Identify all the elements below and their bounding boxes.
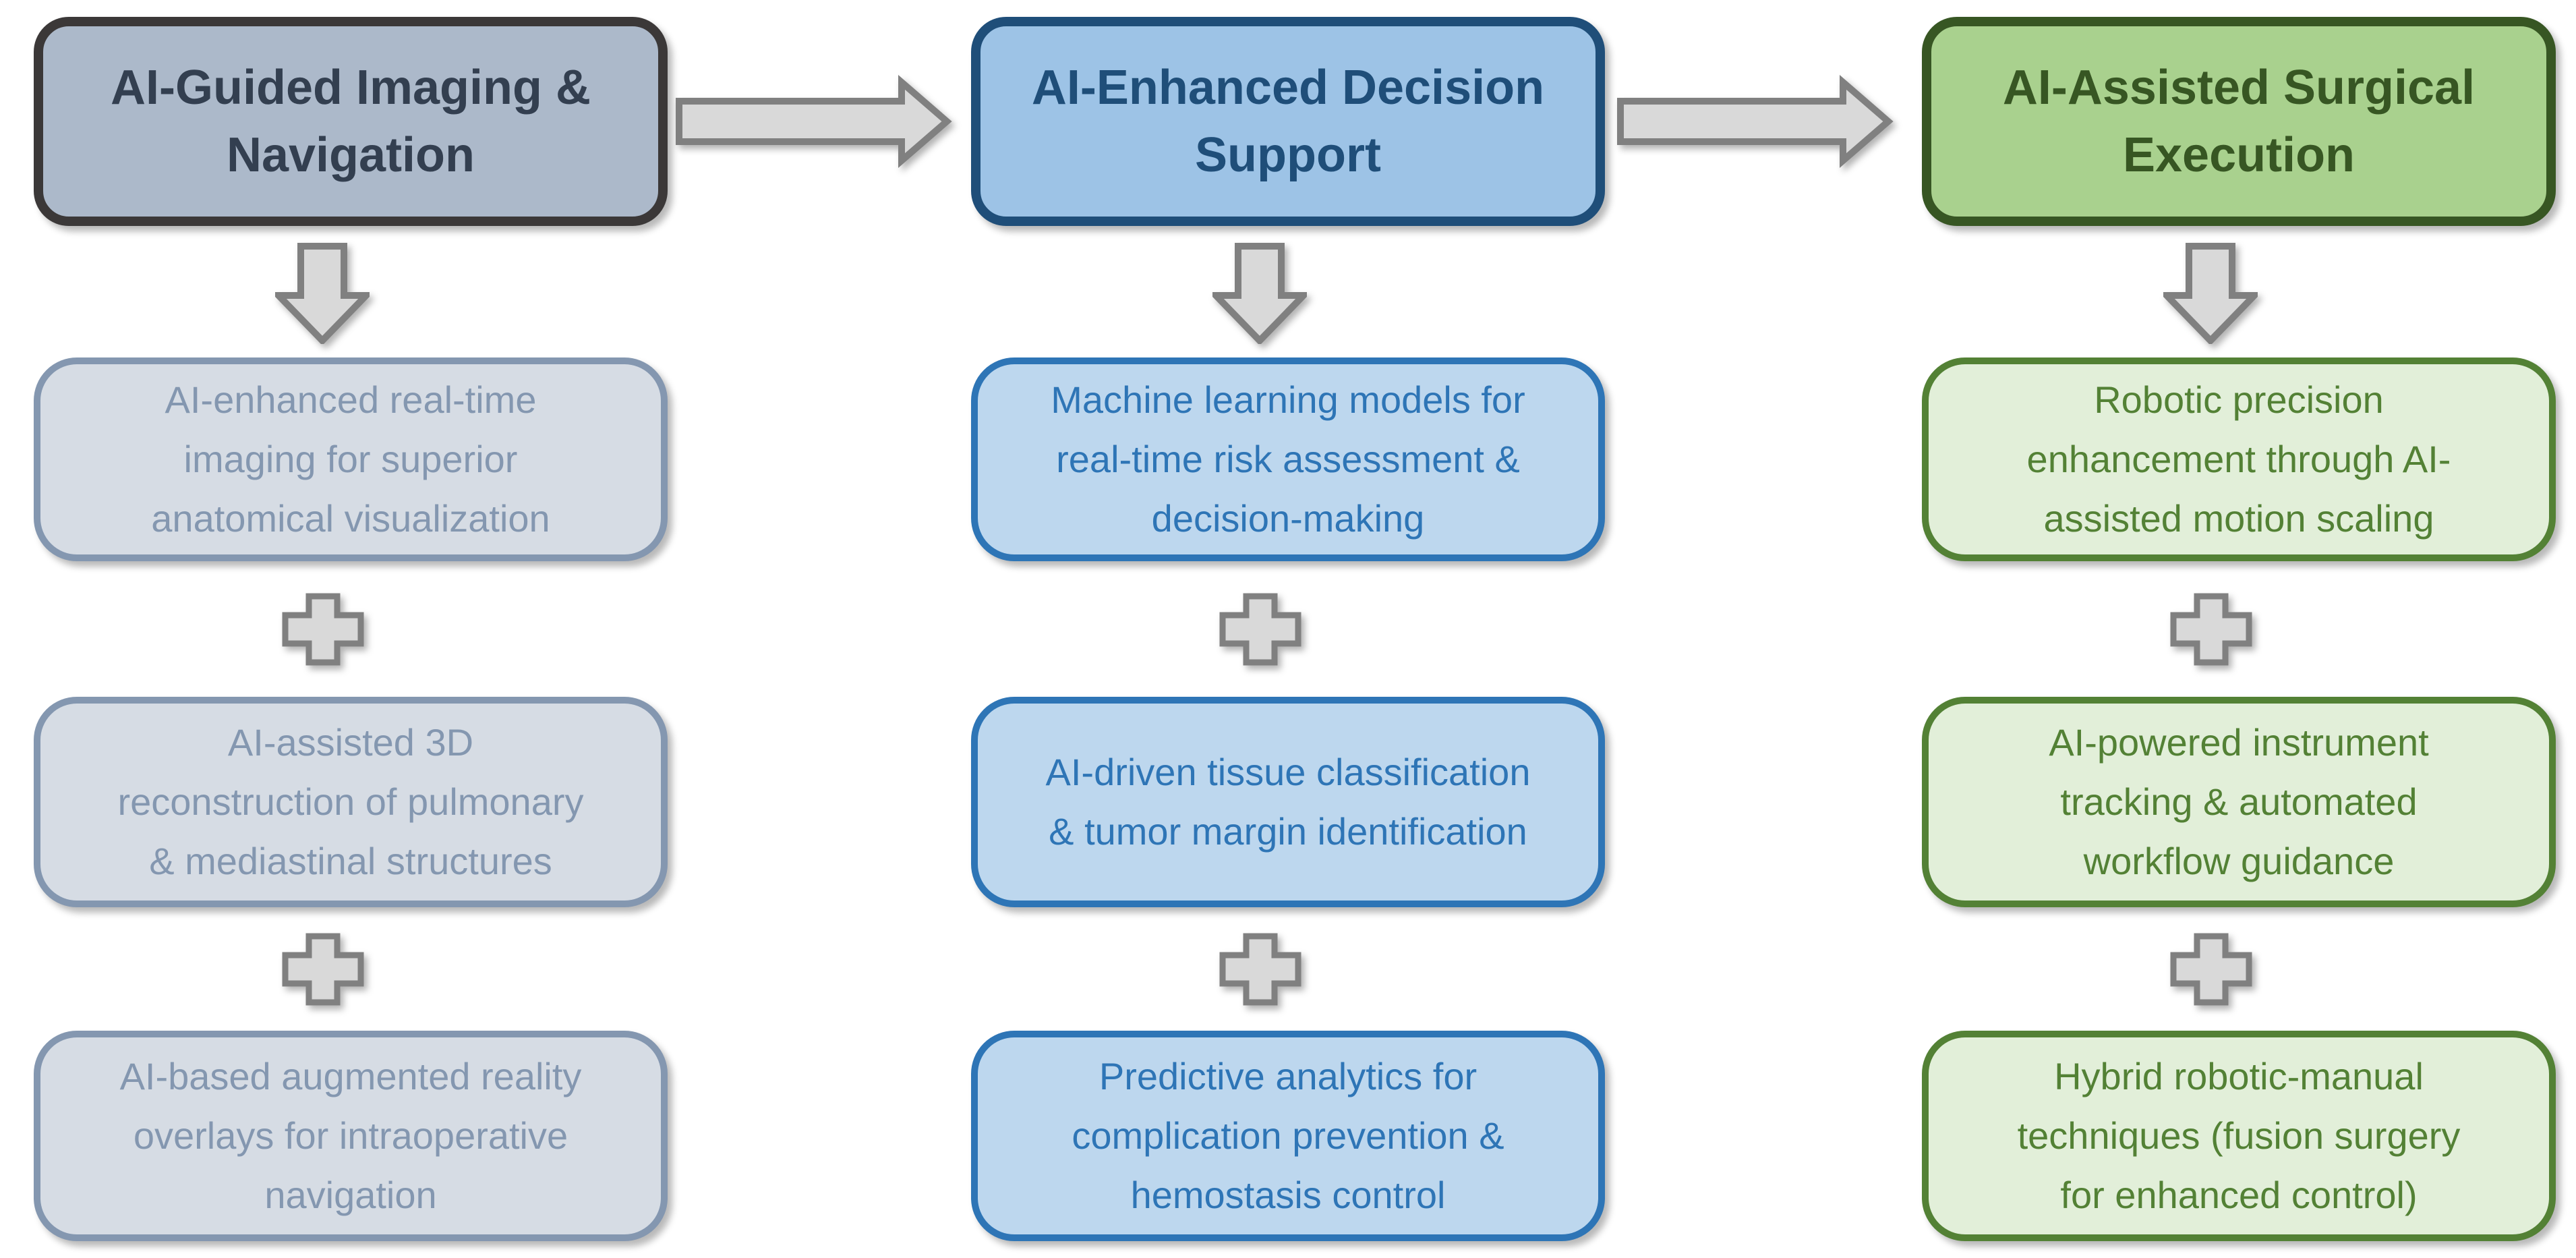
- item-box-motion-scaling: Robotic precision enhancement through AI…: [1922, 358, 2556, 561]
- plus-icon: [1219, 933, 1301, 1006]
- item-label: AI-driven tissue classification & tumor …: [1045, 751, 1531, 853]
- header-box-decision-support: AI-Enhanced Decision Support: [971, 17, 1605, 226]
- plus-icon: [2170, 593, 2252, 666]
- header-box-surgical-execution: AI-Assisted Surgical Execution: [1922, 17, 2556, 226]
- item-box-hybrid-techniques: Hybrid robotic-manual techniques (fusion…: [1922, 1031, 2556, 1241]
- plus-icon: [1219, 593, 1301, 666]
- right-arrow-icon: [1617, 75, 1894, 168]
- header-label: AI-Assisted Surgical Execution: [2002, 61, 2476, 182]
- down-arrow-icon: [275, 243, 370, 344]
- item-label: AI-assisted 3D reconstruction of pulmona…: [117, 721, 584, 882]
- down-arrow-icon: [2163, 243, 2258, 344]
- right-arrow-icon: [676, 75, 952, 168]
- item-box-predictive-analytics: Predictive analytics for complication pr…: [971, 1031, 1605, 1241]
- item-label: AI-enhanced real-time imaging for superi…: [151, 378, 550, 540]
- item-box-ml-risk-models: Machine learning models for real-time ri…: [971, 358, 1605, 561]
- plus-icon: [282, 593, 364, 666]
- item-box-instrument-tracking: AI-powered instrument tracking & automat…: [1922, 697, 2556, 907]
- header-label: AI-Guided Imaging & Navigation: [111, 61, 591, 182]
- down-arrow-icon: [1212, 243, 1307, 344]
- item-label: Machine learning models for real-time ri…: [1051, 378, 1525, 540]
- column-imaging-navigation: AI-Guided Imaging & Navigation AI-enhanc…: [34, 0, 668, 1258]
- item-box-realtime-imaging: AI-enhanced real-time imaging for superi…: [34, 358, 668, 561]
- item-label: Predictive analytics for complication pr…: [1072, 1055, 1504, 1216]
- item-box-3d-reconstruction: AI-assisted 3D reconstruction of pulmona…: [34, 697, 668, 907]
- column-surgical-execution: AI-Assisted Surgical Execution Robotic p…: [1922, 0, 2556, 1258]
- plus-icon: [2170, 933, 2252, 1006]
- column-decision-support: AI-Enhanced Decision Support Machine lea…: [971, 0, 1605, 1258]
- item-box-tissue-classification: AI-driven tissue classification & tumor …: [971, 697, 1605, 907]
- item-label: Robotic precision enhancement through AI…: [2026, 378, 2451, 540]
- header-box-imaging-navigation: AI-Guided Imaging & Navigation: [34, 17, 668, 226]
- item-label: AI-based augmented reality overlays for …: [119, 1055, 582, 1216]
- item-label: Hybrid robotic-manual techniques (fusion…: [2017, 1055, 2461, 1216]
- plus-icon: [282, 933, 364, 1006]
- item-label: AI-powered instrument tracking & automat…: [2049, 721, 2429, 882]
- item-box-ar-overlays: AI-based augmented reality overlays for …: [34, 1031, 668, 1241]
- header-label: AI-Enhanced Decision Support: [1031, 61, 1545, 182]
